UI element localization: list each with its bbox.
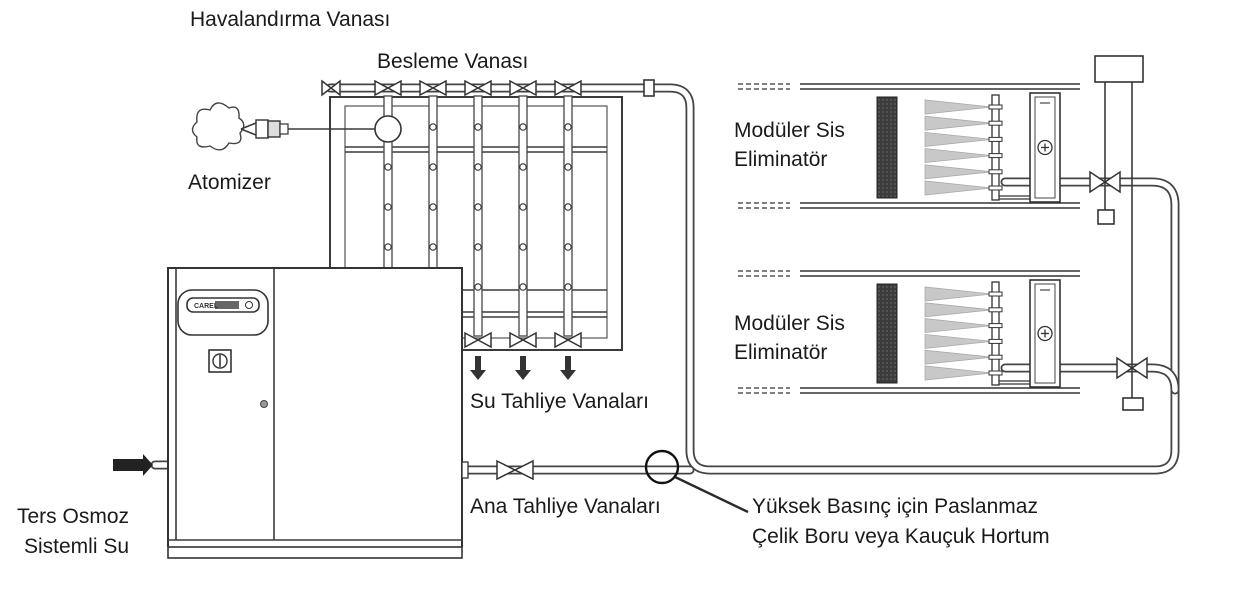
- label-eliminator-bottom-line1: Modüler Sis: [734, 312, 845, 335]
- mesh-pad: [876, 96, 898, 199]
- nozzle-icon: [384, 243, 392, 251]
- spray-cone: [924, 99, 993, 115]
- label-main-drain: Ana Tahliye Vanaları: [470, 495, 661, 518]
- feed-valves: [374, 79, 582, 97]
- nozzle-icon: [564, 283, 572, 291]
- nozzle-icon: [519, 283, 527, 291]
- module-valve-bottom: [1116, 356, 1148, 380]
- nozzle-icon: [384, 163, 392, 171]
- drain-arrow-icon: [515, 356, 531, 380]
- nozzle-icon: [474, 203, 482, 211]
- nozzle-icon: [519, 123, 527, 131]
- spray-cone: [924, 164, 993, 180]
- feed-valve: [374, 79, 402, 97]
- distribution-tube: [563, 95, 573, 337]
- feed-valve: [509, 79, 537, 97]
- nozzle-icon: [474, 163, 482, 171]
- distribution-tube: [518, 95, 528, 337]
- atomizer-nozzle-icon: [255, 119, 269, 139]
- drain-arrow-icon: [470, 356, 486, 380]
- label-ro-water-line1: Ters Osmoz: [17, 505, 129, 528]
- pipe-callout-line: [674, 475, 749, 514]
- spray-cone: [924, 302, 993, 318]
- nozzle-icon: [429, 243, 437, 251]
- label-pipe-line1: Yüksek Basınç için Paslanmaz: [752, 495, 1038, 518]
- label-drain-valves: Su Tahliye Vanaları: [470, 390, 649, 413]
- nozzle-icon: [519, 203, 527, 211]
- main-drain-valve: [496, 459, 534, 481]
- feed-valve: [419, 79, 447, 97]
- spray-cone: [924, 333, 993, 349]
- spray-cone: [924, 180, 993, 196]
- label-eliminator-bottom-line2: Eliminatör: [734, 341, 827, 364]
- atomizer-detail: [191, 102, 402, 151]
- spray-cone: [924, 131, 993, 147]
- nozzle-icon: [429, 123, 437, 131]
- mist-eliminator-modules: [738, 83, 1080, 394]
- nozzle-icon: [474, 283, 482, 291]
- label-feed-valve: Besleme Vanası: [377, 50, 528, 73]
- nozzle-icon: [429, 163, 437, 171]
- nozzle-icon: [564, 203, 572, 211]
- vent-valve: [321, 79, 341, 97]
- mesh-pad: [876, 283, 898, 384]
- riser-assembly: [1089, 55, 1148, 411]
- spray-cone: [924, 148, 993, 164]
- spray-cone: [924, 365, 993, 381]
- label-ro-water-line2: Sistemli Su: [24, 535, 129, 558]
- pipe-union: [643, 79, 655, 97]
- distribution-tube: [473, 95, 483, 337]
- mist-cloud-icon: [191, 102, 245, 151]
- drain-valve: [554, 331, 582, 349]
- drain-valve: [509, 331, 537, 349]
- label-pipe-line2: Çelik Boru veya Kauçuk Hortum: [752, 525, 1050, 548]
- brand-logo: CAREL: [194, 303, 219, 310]
- nozzle-icon: [519, 243, 527, 251]
- nozzle-icon: [429, 203, 437, 211]
- feed-valve: [464, 79, 492, 97]
- label-eliminator-top-line2: Eliminatör: [734, 148, 827, 171]
- feed-valve: [554, 79, 582, 97]
- distribution-tubes: [383, 95, 573, 337]
- spray-cone: [924, 286, 993, 302]
- mist-eliminator-module: [738, 270, 1080, 394]
- mist-eliminator-module: [738, 83, 1080, 209]
- nozzle-icon: [564, 123, 572, 131]
- module-valve-top: [1089, 170, 1121, 194]
- nozzle-icon: [474, 123, 482, 131]
- spray-cone: [924, 349, 993, 365]
- nozzle-icon: [384, 203, 392, 211]
- control-cabinet: CAREL: [167, 97, 469, 559]
- nozzle-icon: [519, 163, 527, 171]
- nozzle-icon: [564, 243, 572, 251]
- drain-valve: [464, 331, 492, 349]
- label-eliminator-top-line1: Modüler Sis: [734, 119, 845, 142]
- spray-cone: [924, 318, 993, 334]
- label-vent-valve: Havalandırma Vanası: [190, 8, 390, 31]
- pipe-callout-circle: [644, 449, 680, 485]
- spray-cone: [924, 115, 993, 131]
- controller-box: [1094, 55, 1144, 83]
- drain-arrow-icon: [560, 356, 576, 380]
- label-atomizer: Atomizer: [188, 171, 271, 194]
- nozzle-icon: [474, 243, 482, 251]
- nozzle-icon: [564, 163, 572, 171]
- inlet-arrow: [113, 454, 153, 476]
